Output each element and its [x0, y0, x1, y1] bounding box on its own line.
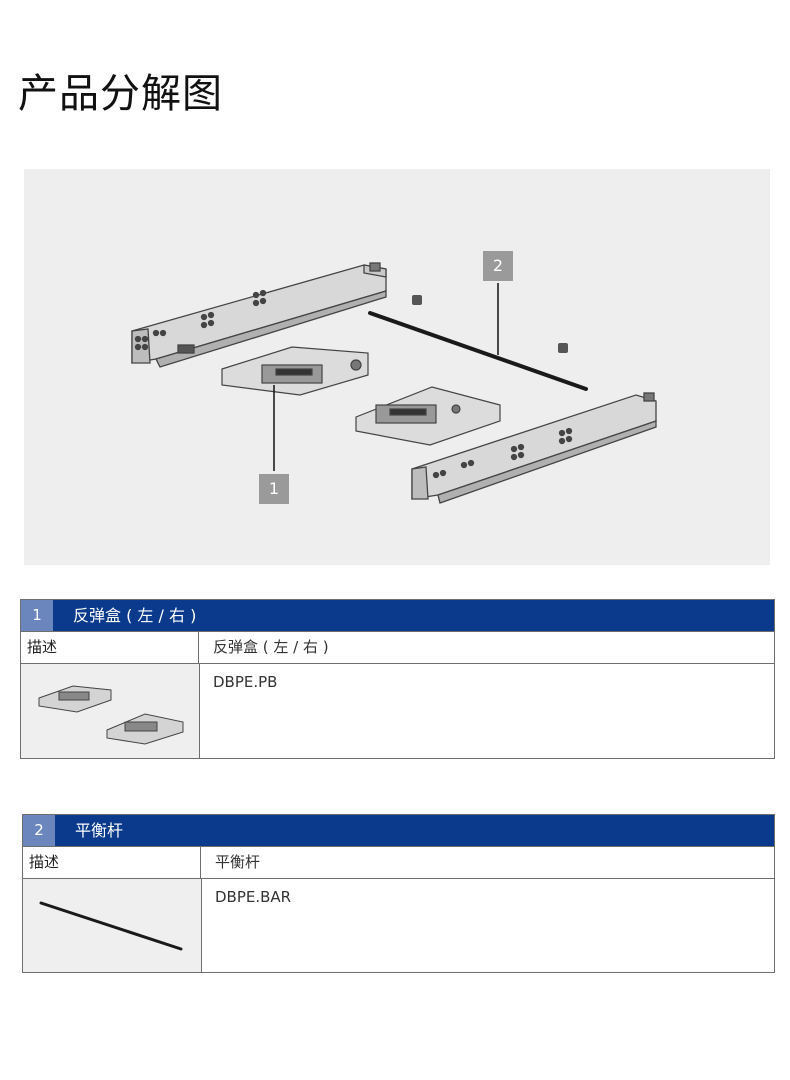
part-2-number: 2 [23, 815, 55, 846]
right-push-box [355, 386, 501, 446]
part-2-code: DBPE.BAR [215, 888, 292, 906]
part-2-description-label: 描述 [23, 847, 201, 878]
part-1-number: 1 [21, 600, 53, 631]
left-push-box [221, 346, 369, 396]
part-1-description-value: 反弹盒 ( 左 / 右 ) [213, 638, 329, 656]
push-box-thumbnail [38, 685, 184, 745]
balance-bar-thumbnail [39, 901, 183, 951]
exploded-view-diagram: 2 1 [24, 169, 770, 565]
part-1-header: 1 反弹盒 ( 左 / 右 ) [21, 600, 774, 631]
exploded-view-illustration [131, 262, 657, 504]
balance-bar [368, 311, 588, 391]
page-title: 产品分解图 [18, 71, 223, 117]
right-drawer-runner [411, 392, 657, 504]
part-2-description-row: 描述 平衡杆 [23, 846, 774, 878]
part-2-table: 2 平衡杆 描述 平衡杆 DBPE.BAR [22, 814, 775, 973]
part-2-name: 平衡杆 [75, 821, 124, 840]
part-1-code: DBPE.PB [213, 673, 278, 691]
part-2-detail-row: DBPE.BAR [23, 878, 774, 972]
callout-2: 2 [483, 251, 513, 281]
part-1-table: 1 反弹盒 ( 左 / 右 ) 描述 反弹盒 ( 左 / 右 ) DBPE.PB [20, 599, 775, 759]
left-drawer-runner [131, 262, 387, 368]
part-2-thumbnail [23, 879, 202, 972]
part-1-name: 反弹盒 ( 左 / 右 ) [73, 606, 197, 625]
part-1-description-row: 描述 反弹盒 ( 左 / 右 ) [21, 631, 774, 663]
part-1-thumbnail [21, 664, 200, 758]
mounting-pins [412, 295, 568, 353]
part-2-description-value: 平衡杆 [215, 853, 261, 871]
part-2-header: 2 平衡杆 [23, 815, 774, 846]
part-1-description-label: 描述 [21, 632, 199, 663]
callout-1: 1 [259, 474, 289, 504]
part-1-detail-row: DBPE.PB [21, 663, 774, 758]
